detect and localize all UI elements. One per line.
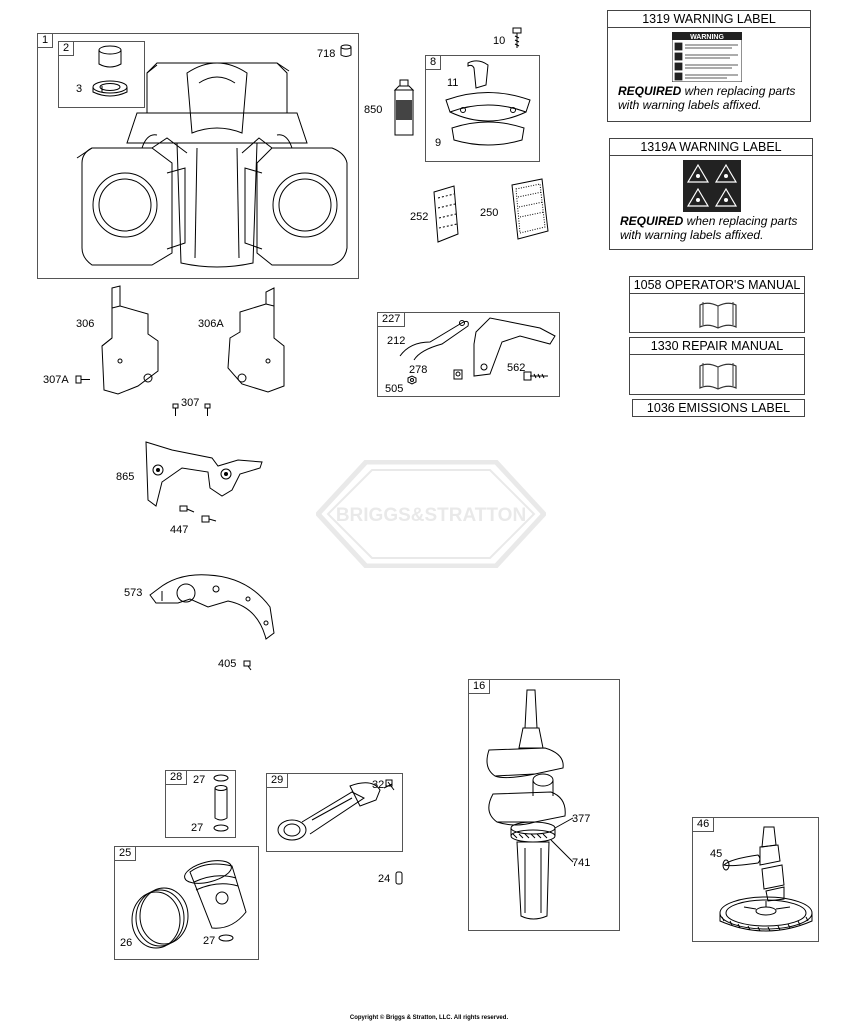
part-label-278: 278 [409, 364, 428, 376]
panel-title: 1036 EMISSIONS LABEL [646, 401, 791, 415]
part-label-3: 3 [76, 83, 83, 95]
copyright-notice: Copyright © Briggs & Stratton, LLC. All … [349, 1015, 509, 1021]
part-box-number: 227 [378, 313, 406, 327]
piston-pin-illustration [207, 772, 237, 836]
panel-title: 1319 WARNING LABEL [608, 11, 810, 28]
part-box-227: 227 [377, 312, 560, 397]
screw-405-illustration [243, 660, 255, 672]
part-box-2: 2 [58, 41, 145, 108]
bushing-seal-illustration [84, 44, 164, 114]
bracket-865-illustration [142, 440, 267, 510]
warning-label-1319a-panel: 1319A WARNING LABEL REQUIRED when replac… [609, 138, 813, 250]
part-label-377: 377 [572, 813, 591, 825]
required-note: REQUIRED when replacing parts [618, 84, 796, 98]
part-label-505: 505 [385, 383, 404, 395]
part-label-27-top: 27 [193, 774, 206, 786]
screw-307-illustration [172, 404, 212, 418]
part-label-850: 850 [364, 104, 383, 116]
warning-sticker-icon: WARNING [672, 32, 742, 82]
required-note-line2: with warning labels affixed. [620, 228, 764, 242]
sealant-tube-850-illustration [391, 80, 419, 140]
air-filter-250-illustration [508, 179, 552, 241]
panel-title: 1058 OPERATOR'S MANUAL [630, 277, 804, 294]
part-label-307A: 307A [43, 374, 69, 386]
part-label-865: 865 [116, 471, 135, 483]
book-icon [699, 302, 737, 329]
backplate-573-illustration [148, 567, 278, 647]
part-box-number: 46 [693, 818, 715, 832]
screw-307A-illustration [76, 375, 92, 385]
part-box-29: 29 [266, 773, 403, 852]
part-label-27-bottom: 27 [191, 822, 204, 834]
part-label-307: 307 [181, 397, 200, 409]
screw-10-illustration [511, 28, 525, 50]
part-box-28: 28 [165, 770, 236, 838]
part-label-306: 306 [76, 318, 95, 330]
book-icon [699, 363, 737, 390]
panel-title: 1330 REPAIR MANUAL [630, 338, 804, 355]
part-label-10: 10 [493, 35, 506, 47]
hazard-symbols-icon [683, 160, 741, 212]
part-label-562: 562 [507, 362, 526, 374]
part-label-741: 741 [572, 857, 591, 869]
svg-text:WARNING: WARNING [690, 34, 724, 41]
plug-718-illustration [340, 45, 360, 65]
camshaft-illustration [704, 825, 814, 935]
part-label-32: 32 [372, 779, 385, 791]
part-label-306A: 306A [198, 318, 224, 330]
operators-manual-1058-panel: 1058 OPERATOR'S MANUAL [629, 276, 805, 333]
part-box-number: 8 [426, 56, 442, 70]
part-box-number: 28 [166, 771, 188, 785]
warning-label-1319-panel: 1319 WARNING LABEL WARNING REQUIRED when… [607, 10, 811, 122]
part-label-573: 573 [124, 587, 143, 599]
part-label-252: 252 [410, 211, 429, 223]
piston-rings-illustration [122, 852, 262, 952]
emissions-label-1036-panel: 1036 EMISSIONS LABEL [632, 399, 805, 417]
warning-sticker-area [610, 156, 812, 214]
part-box-number: 25 [115, 847, 137, 861]
part-label-27-clip: 27 [203, 935, 216, 947]
governor-control-illustration [390, 314, 560, 394]
part-box-16: 16 [468, 679, 620, 931]
part-box-1: 1 [37, 33, 359, 279]
dowel-24-illustration [395, 871, 405, 887]
baffle-306A-illustration [224, 286, 294, 401]
watermark-text: BRIGGS&STRATTON [336, 505, 526, 526]
part-label-45: 45 [710, 848, 723, 860]
connecting-rod-illustration [272, 778, 402, 848]
pre-cleaner-252-illustration [432, 186, 462, 246]
breather-assembly-illustration [438, 60, 538, 150]
part-label-11: 11 [447, 77, 459, 89]
part-label-9: 9 [435, 137, 442, 149]
part-box-number: 2 [59, 42, 75, 56]
part-label-250: 250 [480, 207, 499, 219]
part-box-46: 46 [692, 817, 819, 942]
crankshaft-illustration [475, 688, 615, 928]
part-label-24: 24 [378, 873, 391, 885]
part-box-number: 16 [469, 680, 491, 694]
part-label-26: 26 [120, 937, 133, 949]
required-note: REQUIRED when replacing parts [620, 214, 798, 228]
warning-sticker-area: WARNING [608, 28, 810, 84]
screws-447-illustration [178, 504, 218, 534]
crankcase-illustration [77, 53, 357, 273]
part-label-447: 447 [170, 524, 189, 536]
repair-manual-1330-panel: 1330 REPAIR MANUAL [629, 337, 805, 395]
brand-watermark: BRIGGS&STRATTON [314, 459, 548, 569]
part-box-number: 1 [38, 34, 54, 48]
panel-title: 1319A WARNING LABEL [610, 139, 812, 156]
part-box-8: 8 [425, 55, 540, 162]
part-box-25: 25 [114, 846, 259, 960]
part-label-718: 718 [317, 48, 336, 60]
baffle-306-illustration [98, 286, 168, 401]
required-note-line2: with warning labels affixed. [618, 98, 762, 112]
part-label-212: 212 [387, 335, 406, 347]
part-label-405: 405 [218, 658, 237, 670]
part-box-number: 29 [267, 774, 289, 788]
